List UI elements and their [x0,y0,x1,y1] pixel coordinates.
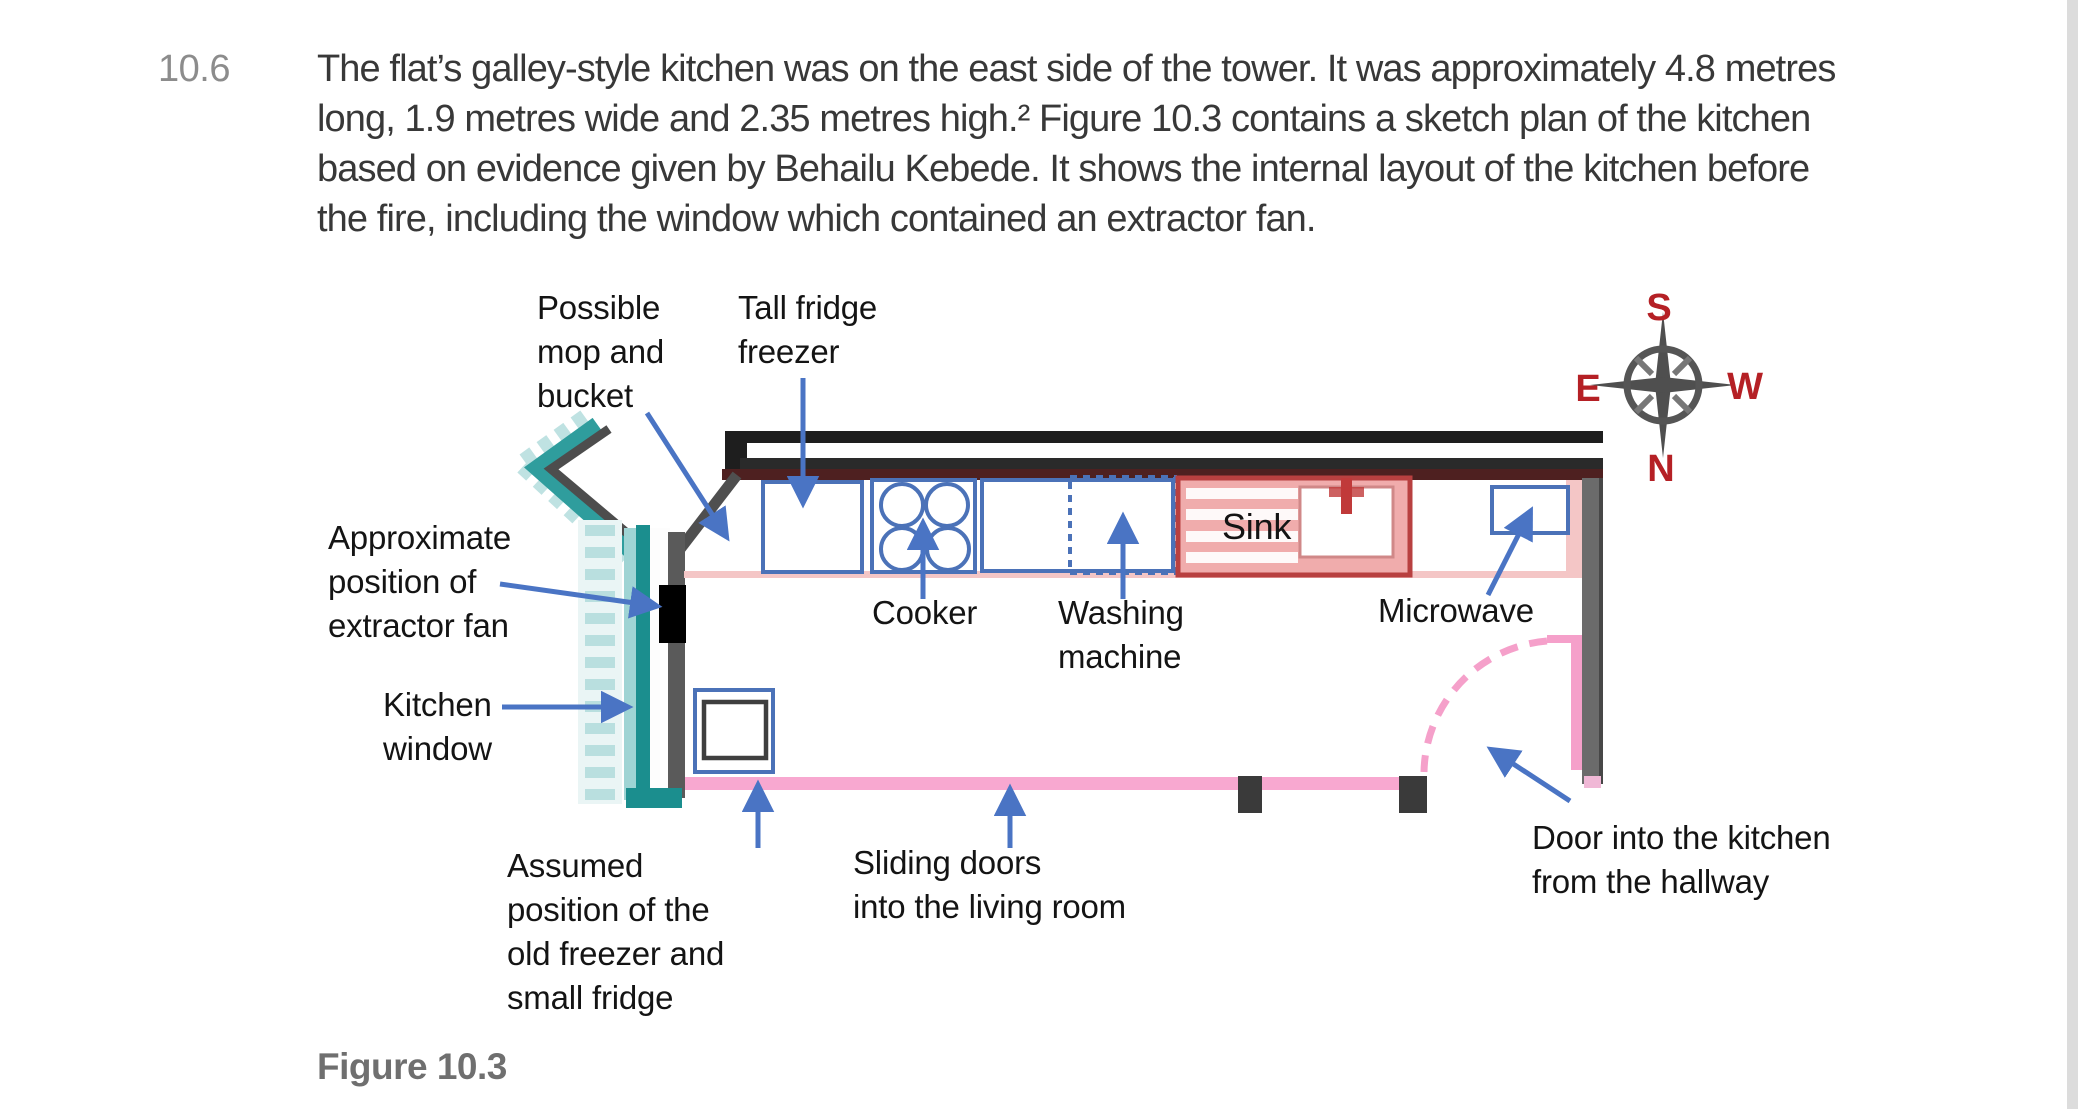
paragraph-line: The flat’s galley-style kitchen was on t… [317,48,1836,90]
sink-unit [1175,475,1413,578]
label-mop-and-bucket: Possible mop and bucket [537,289,665,414]
label-extractor-fan: Approximate position of extractor fan [328,519,512,644]
annotation-arrows [499,378,1572,848]
paragraph-line: long, 1.9 metres wide and 2.35 metres hi… [317,98,1811,140]
label-cooker: Cooker [872,594,978,631]
microwave-arrow [1485,506,1533,597]
label-kitchen-window: Kitchen window [383,686,492,767]
label-microwave: Microwave [1378,592,1534,629]
mop-arrow [644,411,730,542]
figure-caption: Figure 10.3 [317,1046,507,1087]
hallway-door-arrow [1486,746,1572,804]
compass-east-label: E [1575,368,1600,410]
paragraph-text: The flat’s galley-style kitchen was on t… [317,44,1957,244]
paragraph-line: the fire, including the window which con… [317,198,1316,240]
page-edge-strip [2067,0,2078,1109]
old-freezer-fridge-box [693,688,775,774]
label-sink: Sink [1222,506,1292,547]
label-sliding-doors: Sliding doors into the living room [853,844,1126,925]
label-washing-machine: Washing machine [1058,594,1184,675]
counter-unit-box [980,478,1175,573]
paragraph-line: based on evidence given by Behailu Kebed… [317,148,1810,190]
wall-living-room-side [672,776,1601,813]
label-tall-fridge-freezer: Tall fridge freezer [738,289,878,370]
label-hallway-door: Door into the kitchen from the hallway [1532,819,1831,900]
microwave-box [1490,485,1570,535]
wall-hallway-side [1582,478,1603,784]
paragraph-number: 10.6 [158,48,230,90]
extractor-arrow [499,581,663,619]
compass-west-label: W [1727,366,1763,408]
compass-rose: S E W N [1575,287,1763,490]
tall-fridge-freezer-box [761,480,864,574]
extractor-fan [659,585,686,643]
hallway-door [1420,635,1582,773]
label-old-freezer-fridge: Assumed position of the old freezer and … [507,847,725,1016]
compass-north-label: N [1647,448,1674,490]
compass-south-label: S [1646,287,1671,329]
